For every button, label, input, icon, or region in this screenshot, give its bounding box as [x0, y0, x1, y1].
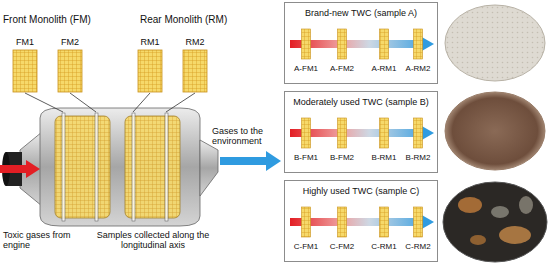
group-label: Rear Monolith (RM)	[140, 14, 227, 26]
panel-heading: Brand-new TWC (sample A)	[285, 7, 437, 19]
sample-label: RM2	[185, 37, 204, 47]
sample-label: C-RM2	[405, 242, 430, 251]
sample-label: B-RM2	[406, 153, 431, 162]
sample-label: A-RM1	[372, 64, 397, 73]
flow-label: Toxic gases from engine	[3, 230, 89, 251]
panel-heading: Highly used TWC (sample C)	[285, 185, 437, 197]
sample-label: FM2	[61, 37, 79, 47]
sample-label: C-FM2	[330, 242, 354, 251]
sample-label: FM1	[16, 37, 34, 47]
note-label: Samples collected along the longitudinal…	[94, 230, 212, 251]
sample-label: RM1	[140, 37, 159, 47]
sample-label: B-FM2	[330, 153, 354, 162]
sample-label: C-FM1	[294, 242, 318, 251]
group-label: Front Monolith (FM)	[3, 14, 91, 26]
sample-label: A-FM2	[330, 64, 354, 73]
sample-label: B-RM1	[372, 153, 397, 162]
sample-label: B-FM1	[294, 153, 318, 162]
sample-label: A-FM1	[294, 64, 318, 73]
sample-label: A-RM2	[406, 64, 431, 73]
panel-heading: Moderately used TWC (sample B)	[285, 96, 437, 108]
flow-label: Gases to the environment	[212, 126, 282, 147]
sample-label: C-RM1	[371, 242, 396, 251]
